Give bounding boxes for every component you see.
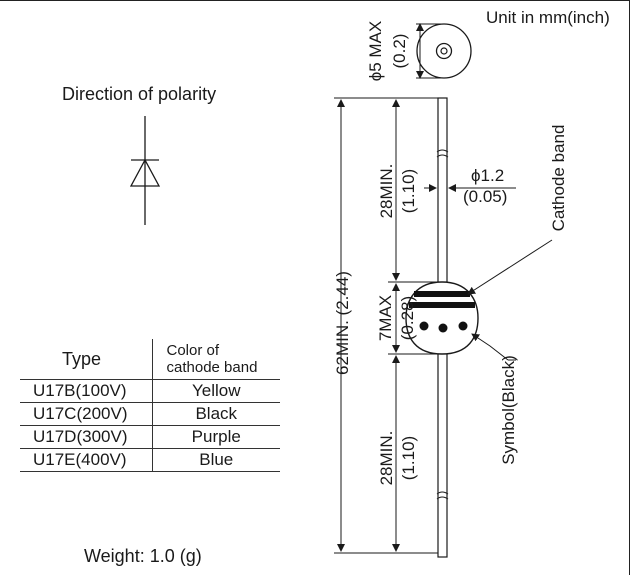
symbol-dot-icon [458,321,468,331]
diode-symbol-icon [129,116,161,225]
dim-body-length: 7MAX [376,295,395,341]
extension-lines [334,97,438,554]
table-row: U17C(200V) Black [20,402,280,426]
dim-diameter-max-inch: (0.2) [390,34,409,69]
dim-lead-diameter: ϕ1.2 [471,166,504,185]
dim-lead-bottom: 28MIN. [377,431,396,486]
dim-overall-length: 62MIN. (2.44) [333,271,352,375]
table-row: U17D(300V) Purple [20,425,280,449]
dim-body-length-inch: (0.28) [398,296,417,340]
table-header-color-line2: cathode band [166,359,258,376]
table-row: U17B(100V) Yellow [20,379,280,403]
cathode-band-callout: Cathode band [549,125,568,232]
table-header-color: Color of cathode band [152,339,280,380]
table-cell-type: U17B(100V) [20,379,153,403]
weight-label: Weight: 1.0 (g) [84,546,202,566]
symbol-dot-icon [419,321,429,331]
table-cell-color: Black [152,402,280,426]
dim-lead-top: 28MIN. [377,164,396,219]
table-header-color-line1: Color of [166,342,220,359]
table-cell-type: U17E(400V) [20,448,153,472]
end-view [416,23,472,79]
dim-lead-diameter-inch: (0.05) [463,187,507,206]
table-cell-color: Blue [152,448,280,472]
polarity-label: Direction of polarity [62,84,217,104]
table-header-type: Type [20,339,153,380]
cathode-band-table: Type Color of cathode band U17B(100V) Ye… [20,339,280,472]
table-cell-type: U17D(300V) [20,425,153,449]
dimension-arrows [337,99,516,552]
table-cell-type: U17C(200V) [20,402,153,426]
dim-lead-bottom-inch: (1.10) [399,436,418,480]
table-cell-color: Yellow [152,379,280,403]
diode-body [405,97,479,558]
frame-top-border [0,0,630,1]
symbol-dot-icon [438,323,448,333]
symbol-callout: Symbol(Black) [499,355,518,465]
table-cell-color: Purple [152,425,280,449]
unit-label: Unit in mm(inch) [486,8,610,27]
dim-lead-top-inch: (1.10) [399,169,418,213]
leader-lines [467,239,553,361]
dim-diameter-max: ϕ5 MAX [366,21,385,82]
table-row: U17E(400V) Blue [20,448,280,472]
table-header-row: Type Color of cathode band [20,339,280,380]
